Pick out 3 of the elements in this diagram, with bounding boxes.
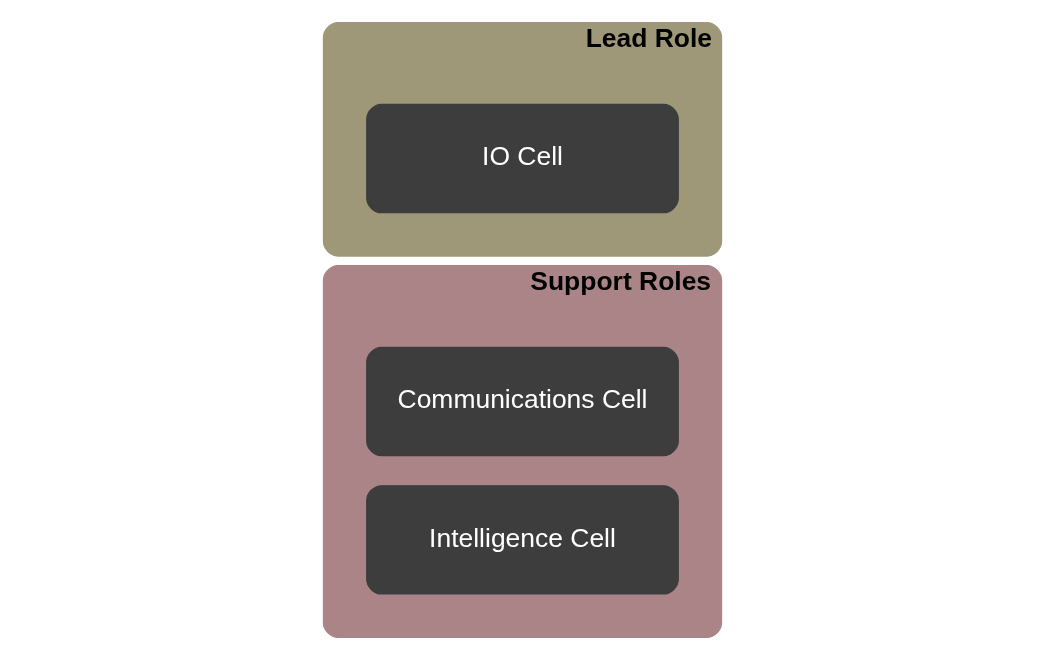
node-box: IO Cell	[365, 103, 679, 214]
node-box: Communications Cell	[365, 346, 679, 457]
node-box: Intelligence Cell	[365, 485, 679, 595]
